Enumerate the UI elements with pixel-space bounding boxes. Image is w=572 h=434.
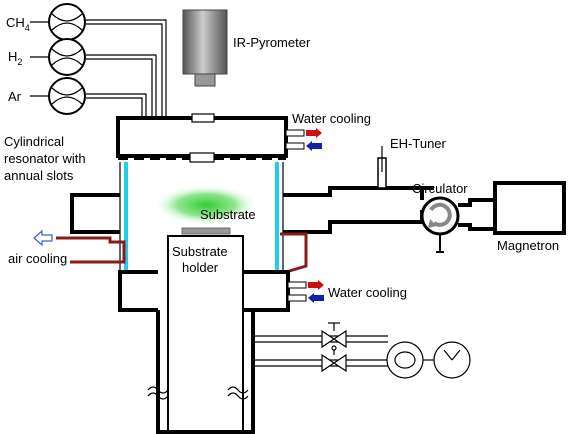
label-ar: Ar [8,89,22,104]
microwave-section: EH-Tuner Circulator Magnetron [377,136,566,253]
magnetron [493,181,566,235]
flow-controller-ch4-icon [48,3,86,41]
flow-in-arrow-icon [308,280,324,290]
reactor-chamber: Water cooling Substrate air cooling Subs… [8,111,471,434]
eh-tuner: EH-Tuner [377,136,447,189]
flow-in-arrow-icon [306,128,322,138]
label-substrate-holder-1: Substrate [172,244,228,259]
label-ch4: CH4 [6,15,30,33]
label-eh-tuner: EH-Tuner [390,136,447,151]
chamber-lid [116,116,288,158]
circulator-rotation-icon [429,202,452,227]
plate-window [189,152,215,163]
resonator-label-line2: resonator with [4,151,86,166]
water-cooling-bottom: Water cooling [287,280,407,303]
lower-right-box [243,270,290,312]
lower-left-box [118,270,158,312]
flow-out-arrow-icon [308,293,324,303]
ir-pyrometer: IR-Pyrometer [182,9,311,87]
water-cooling-top: Water cooling [285,111,371,151]
flow-controller-ar-icon [48,77,86,115]
label-air-cooling: air cooling [8,251,67,266]
substrate-plate [181,227,231,235]
label-water-cooling-bottom: Water cooling [328,285,407,300]
vacuum-pump-icon [386,341,424,379]
label-substrate: Substrate [200,207,256,222]
coolant-line-right [280,232,308,274]
resonator-label-line3: annual slots [4,168,74,183]
gas-lines [30,19,167,118]
flow-controller-h2-icon [48,38,86,76]
gas-supply: CH4 H2 Ar [6,3,167,118]
vacuum-lines [253,335,388,367]
top-window [191,113,215,123]
flow-out-arrow-icon [306,141,322,151]
coolant-line-left [56,236,126,264]
label-magnetron: Magnetron [497,238,559,253]
substrate-holder [167,235,244,434]
label-circulator: Circulator [412,181,468,196]
label-ir-pyrometer: IR-Pyrometer [233,35,311,50]
plasma-glow [154,185,258,225]
circulator: Circulator [412,181,468,253]
air-cooling-arrow-icon [33,229,53,247]
right-waveguide-upper [283,186,424,200]
resonator-label: Cylindrical resonator with annual slots [4,134,86,183]
resonator-label-line1: Cylindrical [4,134,64,149]
label-substrate-holder-2: holder [182,260,219,275]
label-water-cooling-top: Water cooling [292,111,371,126]
right-waveguide-lower [283,210,424,234]
break-line-icon [147,386,249,400]
valve-icon [321,322,347,373]
pressure-gauge-icon [433,341,471,379]
left-slot-box [70,193,120,234]
label-h2: H2 [8,49,22,67]
